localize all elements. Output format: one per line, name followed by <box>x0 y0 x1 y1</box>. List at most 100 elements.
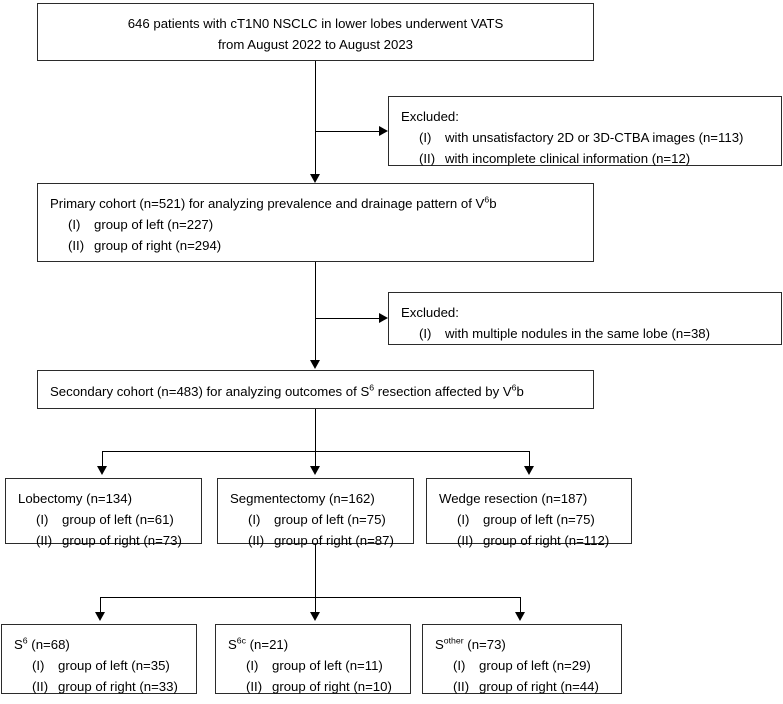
lobectomy-box: Lobectomy (n=134) (I)group of left (n=61… <box>5 478 202 548</box>
sother-superscript: other <box>443 635 464 646</box>
arrowhead-s6c <box>310 612 320 621</box>
enrollment-line-2: from August 2022 to August 2023 <box>217 37 414 52</box>
lobectomy-item-1: (II) group of right (n=73) <box>18 530 189 551</box>
sother-heading: Sother (n=73) <box>435 634 609 655</box>
connector-to-lobectomy <box>102 451 103 471</box>
arrowhead-wedge-resection <box>524 466 534 475</box>
s6c-item-1-marker: (II) <box>246 679 263 694</box>
s6c-item-0: (I) group of left (n=11) <box>228 655 398 676</box>
primary-cohort-item-1-marker: (II) <box>68 238 85 253</box>
arrowhead-excluded-1 <box>379 126 388 136</box>
primary-cohort-box: Primary cohort (n=521) for analyzing pre… <box>37 183 594 262</box>
arrowhead-sother <box>515 612 525 621</box>
primary-cohort-item-1: (II) group of right (n=294) <box>50 235 581 256</box>
s6-item-0-marker: (I) <box>32 658 45 673</box>
s6c-superscript: 6c <box>236 635 246 646</box>
excluded-1-heading: Excluded: <box>401 109 459 124</box>
segmentectomy-heading: Segmentectomy (n=162) <box>230 491 375 506</box>
connector-primary-to-secondary <box>315 262 316 360</box>
secondary-cohort-box: Secondary cohort (n=483) for analyzing o… <box>37 370 594 409</box>
s6-item-1-text: group of right (n=33) <box>58 679 178 694</box>
excluded-box-1: Excluded: (I)with unsatisfactory 2D or 3… <box>388 96 782 166</box>
wedge-resection-item-0-marker: (I) <box>457 512 470 527</box>
excluded-2-item-0-marker: (I) <box>419 326 432 341</box>
enrollment-line-1: 646 patients with cT1N0 NSCLC in lower l… <box>127 16 504 31</box>
connector-to-excluded-1 <box>315 131 379 132</box>
excluded-1-item-0-text: with unsatisfactory 2D or 3D-CTBA images… <box>445 130 744 145</box>
lobectomy-item-1-marker: (II) <box>36 533 53 548</box>
excluded-2-item-0: (I) with multiple nodules in the same lob… <box>401 323 769 344</box>
s6c-item-0-text: group of left (n=11) <box>272 658 383 673</box>
sother-item-1: (II) group of right (n=44) <box>435 676 609 697</box>
arrowhead-primary <box>310 174 320 183</box>
arrowhead-excluded-2 <box>379 313 388 323</box>
secondary-cohort-heading: Secondary cohort (n=483) for analyzing o… <box>50 381 581 402</box>
connector-to-excluded-2 <box>315 318 379 319</box>
secondary-cohort-part-3: b <box>516 384 524 399</box>
segmentectomy-box: Segmentectomy (n=162) (I) group of left (… <box>217 478 414 548</box>
secondary-cohort-superscript-2: 6 <box>511 382 517 393</box>
primary-cohort-heading-post: b <box>489 196 497 211</box>
primary-cohort-item-0-text: group of left (n=227) <box>94 217 214 232</box>
wedge-resection-item-0-text: group of left (n=75) <box>483 512 595 527</box>
connector-to-s6 <box>100 597 101 617</box>
sother-item-0-marker: (I) <box>453 658 466 673</box>
excluded-2-heading: Excluded: <box>401 305 459 320</box>
wedge-resection-item-1-text: group of right (n=112) <box>483 533 610 548</box>
arrowhead-s6 <box>95 612 105 621</box>
connector-to-segmentectomy <box>315 451 316 471</box>
segmentectomy-item-0-text: group of left (n=75) <box>274 512 386 527</box>
s6c-count: (n=21) <box>246 637 289 652</box>
lobectomy-item-0: (I)group of left (n=61) <box>18 509 189 530</box>
primary-cohort-heading-pre: Primary cohort (n=521) for analyzing pre… <box>50 196 485 211</box>
excluded-1-item-1-marker: (II) <box>419 151 436 166</box>
segmentectomy-item-0: (I) group of left (n=75) <box>230 509 401 530</box>
connector-enrollment-to-primary <box>315 61 316 174</box>
lobectomy-item-1-text: group of right (n=73) <box>62 533 182 548</box>
primary-cohort-item-1-text: group of right (n=294) <box>94 238 222 253</box>
sother-item-1-text: group of right (n=44) <box>479 679 599 694</box>
wedge-resection-item-0: (I) group of left (n=75) <box>439 509 619 530</box>
primary-cohort-heading: Primary cohort (n=521) for analyzing pre… <box>50 193 581 214</box>
wedge-resection-box: Wedge resection (n=187) (I) group of left… <box>426 478 632 548</box>
arrowhead-lobectomy <box>97 466 107 475</box>
s6-box: S6 (n=68) (I)group of left (n=35) (II)gr… <box>1 624 197 694</box>
s6c-box: S6c (n=21) (I) group of left (n=11) (II) g… <box>215 624 411 694</box>
secondary-cohort-superscript-1: 6 <box>369 382 375 393</box>
arrowhead-secondary <box>310 360 320 369</box>
connector-to-sother <box>520 597 521 617</box>
segmentectomy-item-1-marker: (II) <box>248 533 265 548</box>
excluded-2-item-0-text: with multiple nodules in the same lobe (… <box>445 326 710 341</box>
s6-count: (n=68) <box>27 637 70 652</box>
s6c-symbol: S <box>228 637 237 652</box>
sother-box: Sother (n=73) (I) group of left (n=29) (I… <box>422 624 622 694</box>
connector-segment-split-bar <box>100 597 520 598</box>
primary-cohort-heading-superscript: 6 <box>484 194 490 205</box>
segmentectomy-item-1: (II) group of right (n=87) <box>230 530 401 551</box>
s6c-item-1-text: group of right (n=10) <box>272 679 392 694</box>
s6c-heading: S6c (n=21) <box>228 634 398 655</box>
excluded-box-2: Excluded: (I) with multiple nodules in th… <box>388 292 782 345</box>
sother-item-1-marker: (II) <box>453 679 470 694</box>
secondary-cohort-part-1: Secondary cohort (n=483) for analyzing o… <box>50 384 370 399</box>
arrowhead-segmentectomy <box>310 466 320 475</box>
secondary-cohort-part-2: resection affected by V <box>374 384 512 399</box>
s6-superscript: 6 <box>22 635 28 646</box>
s6-heading: S6 (n=68) <box>14 634 184 655</box>
s6-symbol: S <box>14 637 23 652</box>
excluded-1-item-1: (II) with incomplete clinical information… <box>401 148 769 169</box>
excluded-1-item-1-text: with incomplete clinical information (n=… <box>445 151 691 166</box>
connector-segmentectomy-trunk <box>315 544 316 597</box>
lobectomy-heading: Lobectomy (n=134) <box>18 491 132 506</box>
segmentectomy-item-0-marker: (I) <box>248 512 261 527</box>
enrollment-box: 646 patients with cT1N0 NSCLC in lower l… <box>37 3 594 61</box>
sother-item-0-text: group of left (n=29) <box>479 658 591 673</box>
excluded-1-item-0: (I)with unsatisfactory 2D or 3D-CTBA ima… <box>401 127 769 148</box>
s6-item-1: (II)group of right (n=33) <box>14 676 184 697</box>
sother-symbol: S <box>435 637 444 652</box>
connector-to-wedge-resection <box>529 451 530 471</box>
s6c-item-0-marker: (I) <box>246 658 259 673</box>
wedge-resection-heading: Wedge resection (n=187) <box>439 491 588 506</box>
primary-cohort-item-0-marker: (I) <box>68 217 81 232</box>
segmentectomy-item-1-text: group of right (n=87) <box>274 533 394 548</box>
